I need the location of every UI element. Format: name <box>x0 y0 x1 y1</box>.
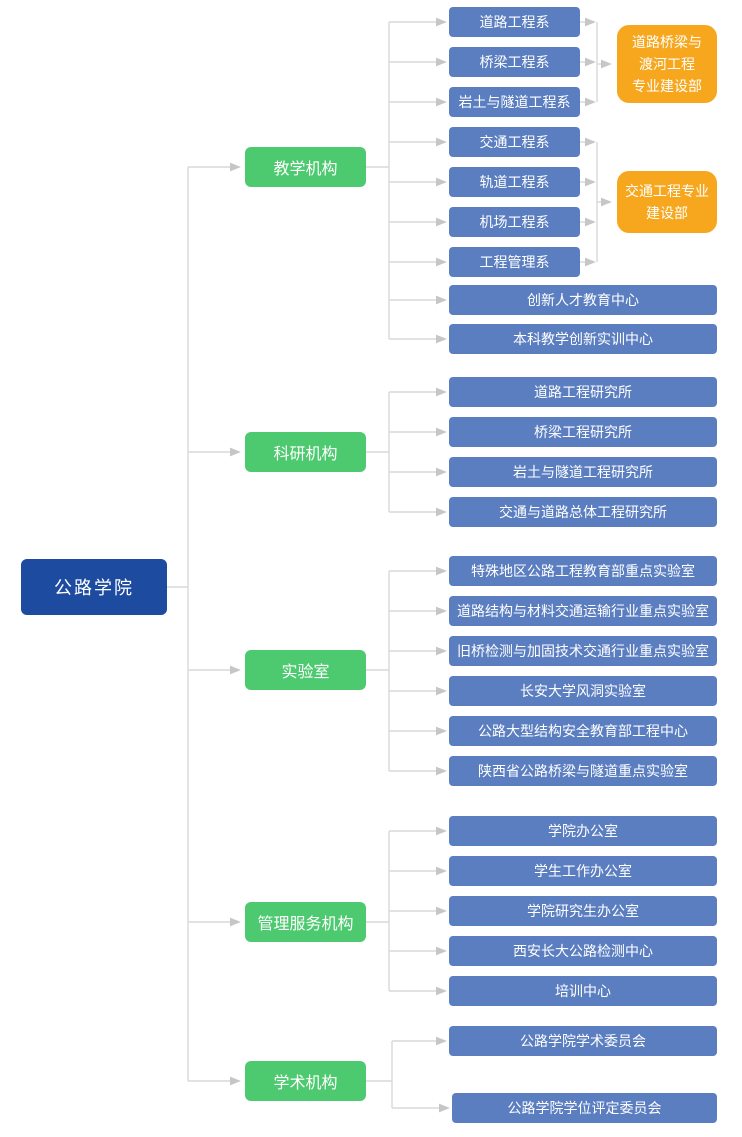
admin-trunk <box>366 831 390 991</box>
office-node-testing-center: 西安长大公路检测中心 <box>449 936 717 966</box>
office-node-graduate-office: 学院研究生办公室 <box>449 896 717 926</box>
dept-node-airport-engineering: 机场工程系 <box>449 207 580 237</box>
special-dept-line: 交通工程专业 <box>625 183 709 199</box>
dept-node-geotech-tunnel: 岩土与隧道工程系 <box>449 87 580 117</box>
dept-node-engineering-management: 工程管理系 <box>449 247 580 277</box>
special-dept-line: 建设部 <box>646 205 688 221</box>
academic-trunk <box>366 1041 393 1108</box>
root-trunk <box>167 167 189 1081</box>
dept-node-road-engineering: 道路工程系 <box>449 7 580 37</box>
special-dept-line: 专业建设部 <box>632 78 702 94</box>
category-node-academic: 学术机构 <box>245 1061 366 1101</box>
special-dept-line: 渡河工程 <box>639 56 695 72</box>
committee-node-academic: 公路学院学术委员会 <box>449 1026 717 1056</box>
category-node-admin-service: 管理服务机构 <box>245 902 366 942</box>
teaching-trunk <box>366 22 390 339</box>
lab-node-special-region: 特殊地区公路工程教育部重点实验室 <box>449 556 717 586</box>
dept-node-traffic-engineering: 交通工程系 <box>449 127 580 157</box>
office-node-student-affairs: 学生工作办公室 <box>449 856 717 886</box>
office-node-training-center: 培训中心 <box>449 976 717 1006</box>
institute-node-bridge: 桥梁工程研究所 <box>449 417 717 447</box>
lab-node-road-structure-material: 道路结构与材料交通运输行业重点实验室 <box>449 596 717 626</box>
lab-node-large-structure-safety: 公路大型结构安全教育部工程中心 <box>449 716 717 746</box>
dept-node-innovation-talent-center: 创新人才教育中心 <box>449 285 717 315</box>
laboratory-trunk <box>366 571 390 771</box>
root-node-highway-college: 公路学院 <box>21 559 167 615</box>
dept-node-undergrad-training-center: 本科教学创新实训中心 <box>449 324 717 354</box>
special-dept-line: 道路桥梁与 <box>632 34 702 50</box>
dept-node-bridge-engineering: 桥梁工程系 <box>449 47 580 77</box>
institute-node-geotech-tunnel: 岩土与隧道工程研究所 <box>449 457 717 487</box>
special-dept-road-bridge-river: 道路桥梁与 渡河工程 专业建设部 <box>617 25 717 103</box>
special-dept-traffic-engineering: 交通工程专业 建设部 <box>617 171 717 233</box>
dept-node-rail-engineering: 轨道工程系 <box>449 167 580 197</box>
lab-node-wind-tunnel: 长安大学风洞实验室 <box>449 676 717 706</box>
committee-node-degree-evaluation: 公路学院学位评定委员会 <box>452 1093 717 1123</box>
category-node-research: 科研机构 <box>245 432 366 472</box>
office-node-college-office: 学院办公室 <box>449 816 717 846</box>
lab-node-shaanxi-bridge-tunnel: 陕西省公路桥梁与隧道重点实验室 <box>449 756 717 786</box>
research-trunk <box>366 392 390 512</box>
institute-node-traffic-road: 交通与道路总体工程研究所 <box>449 497 717 527</box>
institute-node-road: 道路工程研究所 <box>449 377 717 407</box>
category-node-laboratory: 实验室 <box>245 650 366 690</box>
category-node-teaching: 教学机构 <box>245 147 366 187</box>
lab-node-old-bridge-detection: 旧桥检测与加固技术交通行业重点实验室 <box>449 636 717 666</box>
